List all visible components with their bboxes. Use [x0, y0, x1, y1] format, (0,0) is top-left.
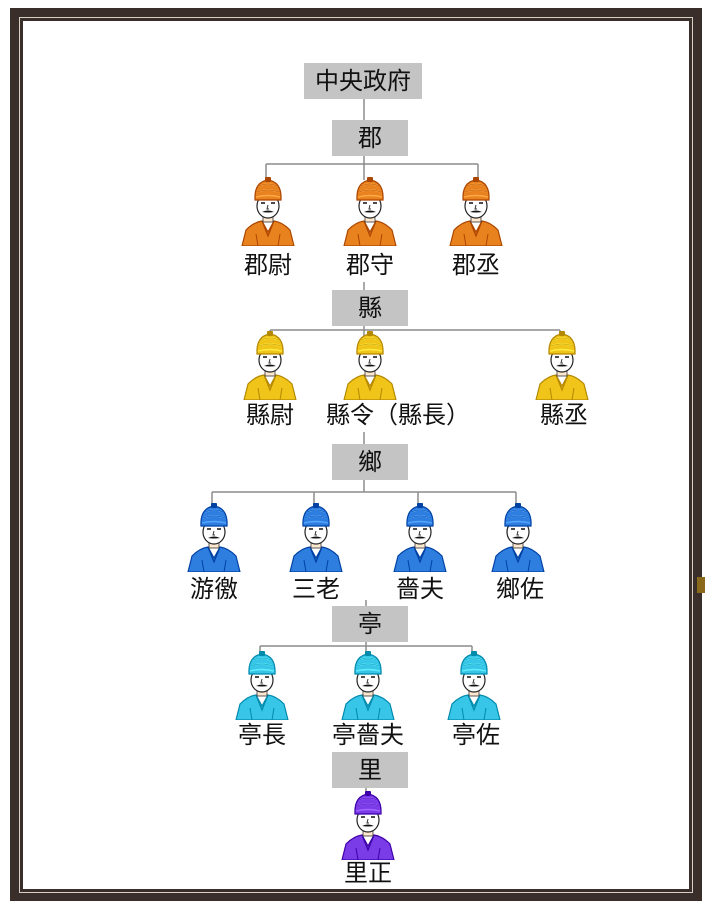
official-label: 游徼 [190, 575, 238, 603]
official-yellow-icon [535, 331, 589, 400]
official-label: 縣尉 [246, 401, 294, 429]
official-label: 亭嗇夫 [332, 721, 404, 749]
official-orange-icon [343, 177, 397, 246]
official-label: 三老 [292, 575, 340, 603]
official-cyan-icon [447, 651, 501, 720]
official-yellow-icon [243, 331, 297, 400]
official-cyan-icon [235, 651, 289, 720]
official-label: 郡丞 [452, 251, 500, 279]
official-yellow-icon [343, 331, 397, 400]
official-orange-icon [449, 177, 503, 246]
official-blue-icon [491, 503, 545, 572]
level-box-jun: 郡 [332, 120, 408, 156]
official-label: 縣丞 [540, 401, 588, 429]
official-label: 亭長 [238, 721, 286, 749]
official-purple-icon [341, 791, 395, 860]
official-label: 里正 [344, 859, 392, 887]
official-blue-icon [187, 503, 241, 572]
official-label: 縣令（縣長） [326, 401, 470, 429]
official-label: 嗇夫 [396, 575, 444, 603]
official-label: 鄉佐 [496, 575, 544, 603]
official-blue-icon [393, 503, 447, 572]
frame-inner-line [19, 17, 693, 893]
picture-frame [10, 8, 702, 901]
official-orange-icon [241, 177, 295, 246]
official-blue-icon [289, 503, 343, 572]
official-label: 亭佐 [452, 721, 500, 749]
level-box-li: 里 [332, 752, 408, 788]
level-box-xiang: 鄉 [332, 444, 408, 480]
level-box-xian: 縣 [332, 290, 408, 326]
official-cyan-icon [341, 651, 395, 720]
official-label: 郡守 [346, 251, 394, 279]
cropped-mark [697, 577, 705, 593]
official-label: 郡尉 [244, 251, 292, 279]
level-box-central: 中央政府 [304, 63, 422, 99]
level-box-ting: 亭 [332, 606, 408, 642]
